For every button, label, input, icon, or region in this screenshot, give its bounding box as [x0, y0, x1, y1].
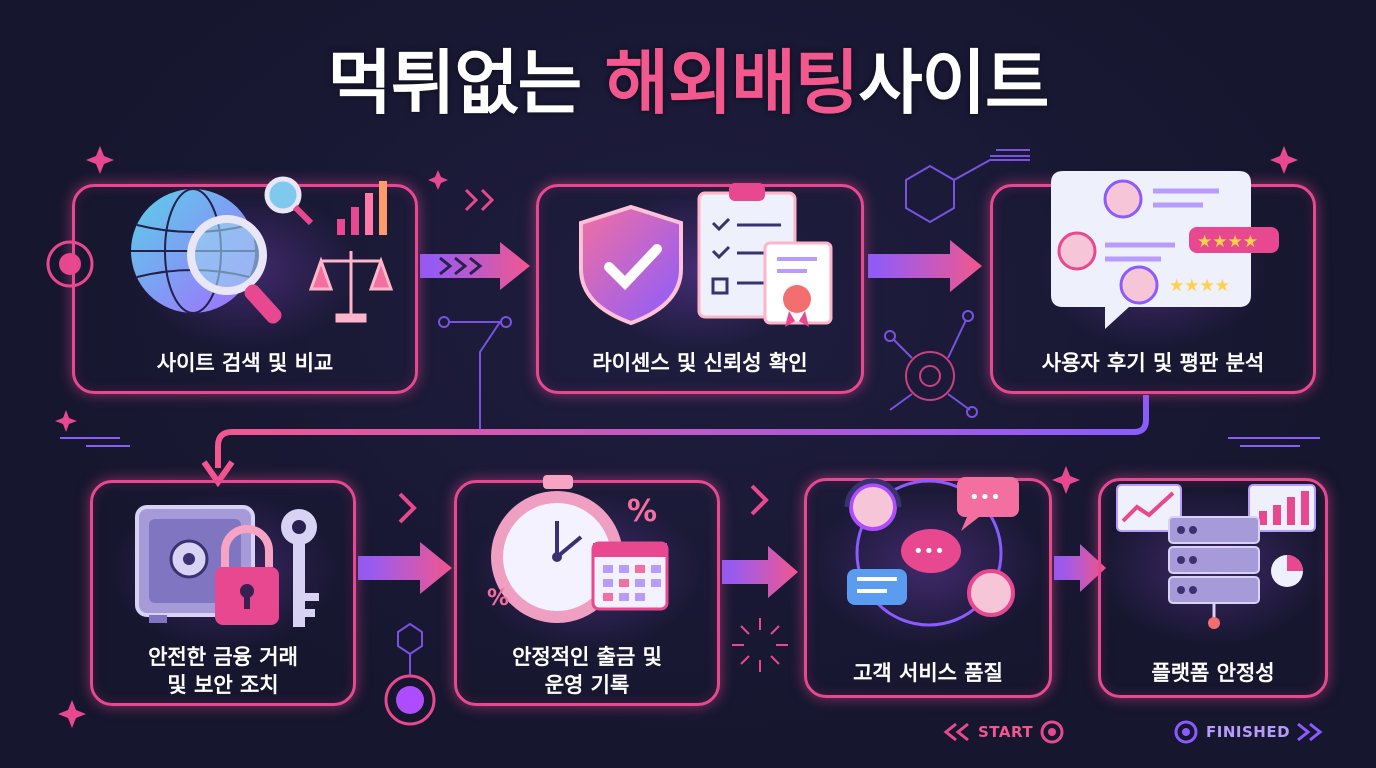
chevrons-top	[464, 188, 495, 212]
arrow-1-2	[420, 242, 530, 290]
step-label-4-line1: 안전한 금융 거래	[148, 645, 298, 669]
customer-service-illustration: ••• •••	[844, 477, 1019, 627]
svg-text:★★★★: ★★★★	[1197, 232, 1258, 252]
chevron-4-5	[398, 492, 417, 524]
padlock-icon	[215, 525, 279, 625]
license-illustration	[579, 183, 833, 327]
arrow-6-7	[1054, 544, 1106, 592]
review-bubbles-icon: ★★★★ ★★★★	[1051, 171, 1279, 329]
key-icon	[281, 509, 319, 627]
step-card-3: ★★★★ ★★★★ 사용자 후기 및 평판 분석	[990, 171, 1316, 394]
small-magnifier-icon	[264, 176, 314, 226]
step-card-2: 라이센스 및 신뢰성 확인	[536, 183, 864, 394]
step-label-5: 안정적인 출금 및 운영 기록	[457, 643, 717, 699]
svg-text:•••: •••	[969, 487, 1001, 508]
stopwatch-icon	[491, 475, 623, 623]
chevron-5-6	[750, 484, 769, 516]
calendar-icon	[591, 541, 669, 611]
arrow-5-6	[722, 546, 798, 598]
arrow-2-3	[868, 240, 982, 292]
svg-text:★★★★: ★★★★	[1169, 276, 1230, 296]
purple-node	[384, 674, 436, 726]
scales-icon	[308, 251, 394, 323]
magnifier-icon	[187, 215, 282, 324]
title-prefix: 먹튀없는	[327, 42, 605, 124]
pie-chart-icon	[1271, 555, 1303, 587]
page-title: 먹튀없는 해외배팅사이트	[0, 38, 1376, 128]
step-label-5-line2: 운영 기록	[544, 673, 630, 697]
step-label-5-line1: 안정적인 출금 및	[512, 645, 662, 669]
shield-check-icon	[579, 204, 683, 326]
finished-label: FINISHED	[1206, 723, 1291, 741]
title-accent: 해외배팅	[604, 42, 860, 124]
step-card-4: 안전한 금융 거래 및 보안 조치	[90, 480, 356, 706]
bar-chart-small-icon	[1248, 484, 1316, 532]
step-label-4: 안전한 금융 거래 및 보안 조치	[93, 643, 353, 699]
burst-deco	[732, 618, 788, 672]
server-rack-icon	[1168, 516, 1260, 604]
percent-icon: %%	[487, 494, 657, 611]
step-card-1: 사이트 검색 및 비교	[72, 176, 418, 394]
arrow-4-5	[358, 542, 452, 594]
step-label-3: 사용자 후기 및 평판 분석	[1041, 351, 1265, 375]
withdrawal-illustration: %%	[487, 475, 669, 623]
bar-chart-icon	[337, 181, 387, 235]
security-illustration	[135, 505, 319, 627]
chat-bubble-icon: •••	[957, 477, 1019, 531]
step-label-2: 라이센스 및 신뢰성 확인	[592, 351, 808, 375]
agent-avatar-icon	[967, 569, 1015, 617]
step-label-6: 고객 서비스 품질	[853, 661, 1003, 685]
svg-text:%: %	[487, 586, 509, 611]
chat-bubble-center-icon: •••	[901, 529, 961, 573]
step-card-5: %% 안정적인 출금 및 운영 기록	[454, 475, 720, 706]
review-illustration: ★★★★ ★★★★	[1051, 171, 1279, 329]
step-label-4-line2: 및 보안 조치	[167, 673, 279, 697]
return-line	[215, 395, 1149, 468]
step-label-1: 사이트 검색 및 비교	[156, 351, 334, 375]
chat-bubble-blue-icon	[847, 569, 907, 605]
svg-text:•••: •••	[913, 541, 945, 562]
start-node	[46, 240, 94, 288]
headset-agent-icon	[844, 478, 902, 531]
certificate-icon	[763, 241, 833, 327]
step-label-7: 플랫폼 안정성	[1151, 661, 1275, 685]
start-label: START	[978, 723, 1034, 741]
step-card-7: 플랫폼 안정성	[1098, 478, 1328, 698]
svg-text:%: %	[627, 494, 657, 529]
title-suffix: 사이트	[858, 42, 1049, 124]
platform-stability-illustration	[1116, 484, 1316, 629]
search-compare-illustration	[131, 176, 394, 324]
progress-track	[943, 720, 1323, 744]
line-chart-icon	[1116, 484, 1182, 532]
step-card-6: ••• ••• 고객 서비스 품질	[804, 477, 1052, 698]
